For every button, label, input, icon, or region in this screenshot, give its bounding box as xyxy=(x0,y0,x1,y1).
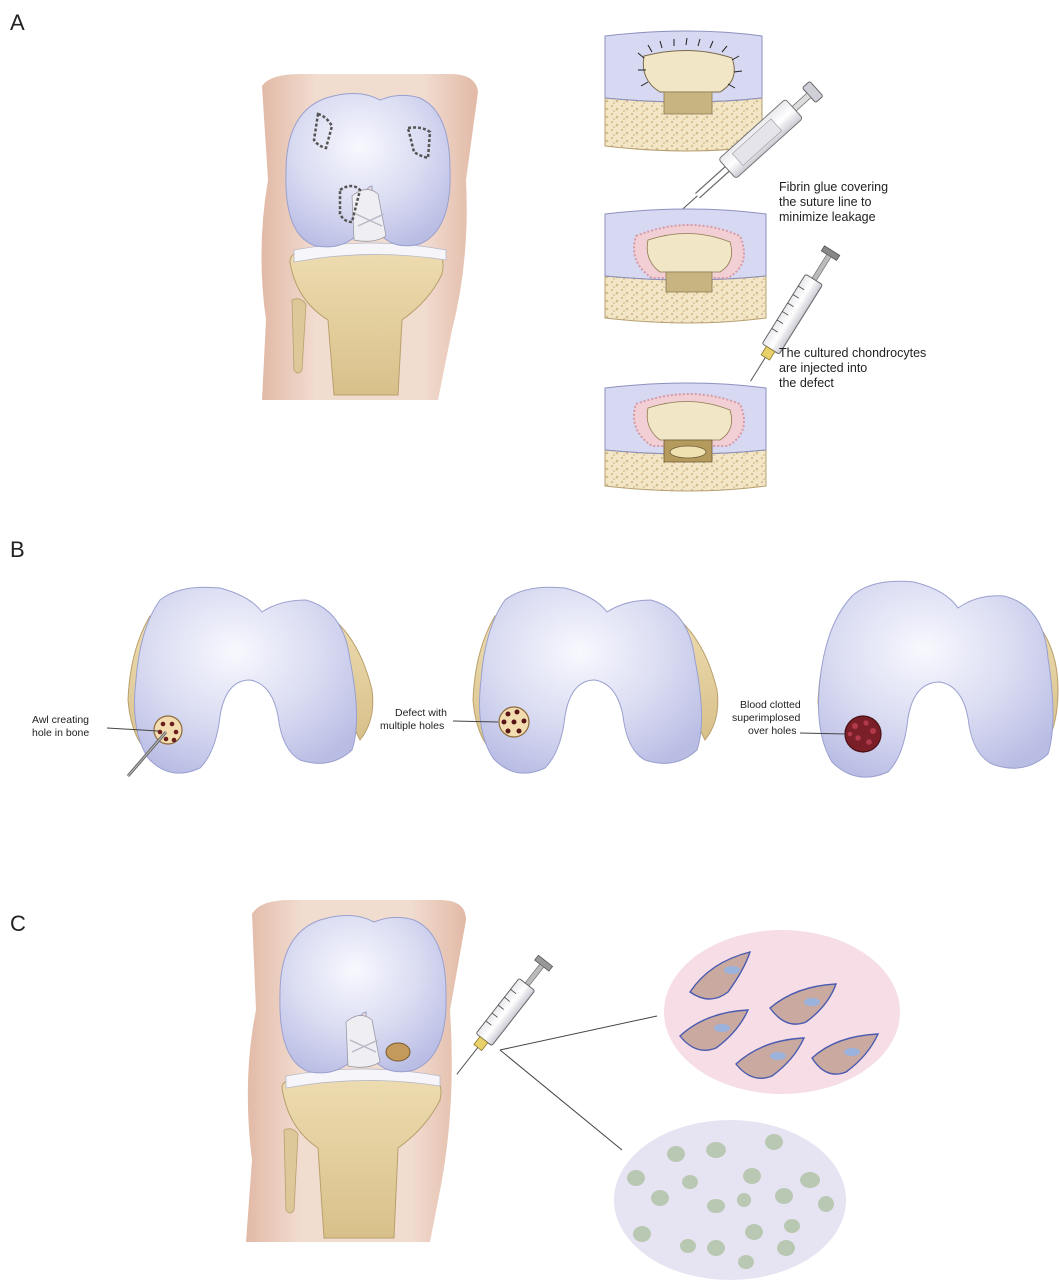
condyle-blood-clot: Blood clotted superimplosed over holes xyxy=(732,581,1058,777)
panel-c: C xyxy=(10,900,900,1280)
condyle-multiple-holes: Defect with multiple holes xyxy=(380,587,718,773)
callout-multiple-holes: Defect with multiple holes xyxy=(380,707,450,732)
cartilage-block-glued xyxy=(605,209,766,323)
knee-illustration-a xyxy=(261,74,478,400)
connector-to-chondrocytes xyxy=(500,1050,622,1150)
chondrocyte-bubble xyxy=(614,1120,846,1280)
panel-b: B Awl creating hole in bone xyxy=(10,537,1058,777)
condyle-awl: Awl creating hole in bone xyxy=(32,587,373,776)
callout-chondrocytes: The cultured chondrocytes are injected i… xyxy=(779,346,930,390)
callout-fibrin-glue: Fibrin glue covering the suture line to … xyxy=(779,180,892,224)
panel-a: A xyxy=(10,10,930,491)
sutured-patch xyxy=(643,50,734,92)
implant-defect-c xyxy=(386,1043,410,1061)
cartilage-block-sutured xyxy=(605,31,762,151)
panel-c-letter: C xyxy=(10,911,26,936)
syringe-cell-injection xyxy=(449,955,553,1081)
cartilage-block-injected xyxy=(605,383,766,491)
panel-a-letter: A xyxy=(10,10,25,35)
connector-to-stem-cells xyxy=(500,1016,657,1050)
callout-blood-clot: Blood clotted superimplosed over holes xyxy=(732,699,804,737)
callout-awl: Awl creating hole in bone xyxy=(32,714,92,739)
knee-illustration-c xyxy=(246,900,466,1242)
panel-b-letter: B xyxy=(10,537,25,562)
stem-cell-bubble xyxy=(664,930,900,1094)
